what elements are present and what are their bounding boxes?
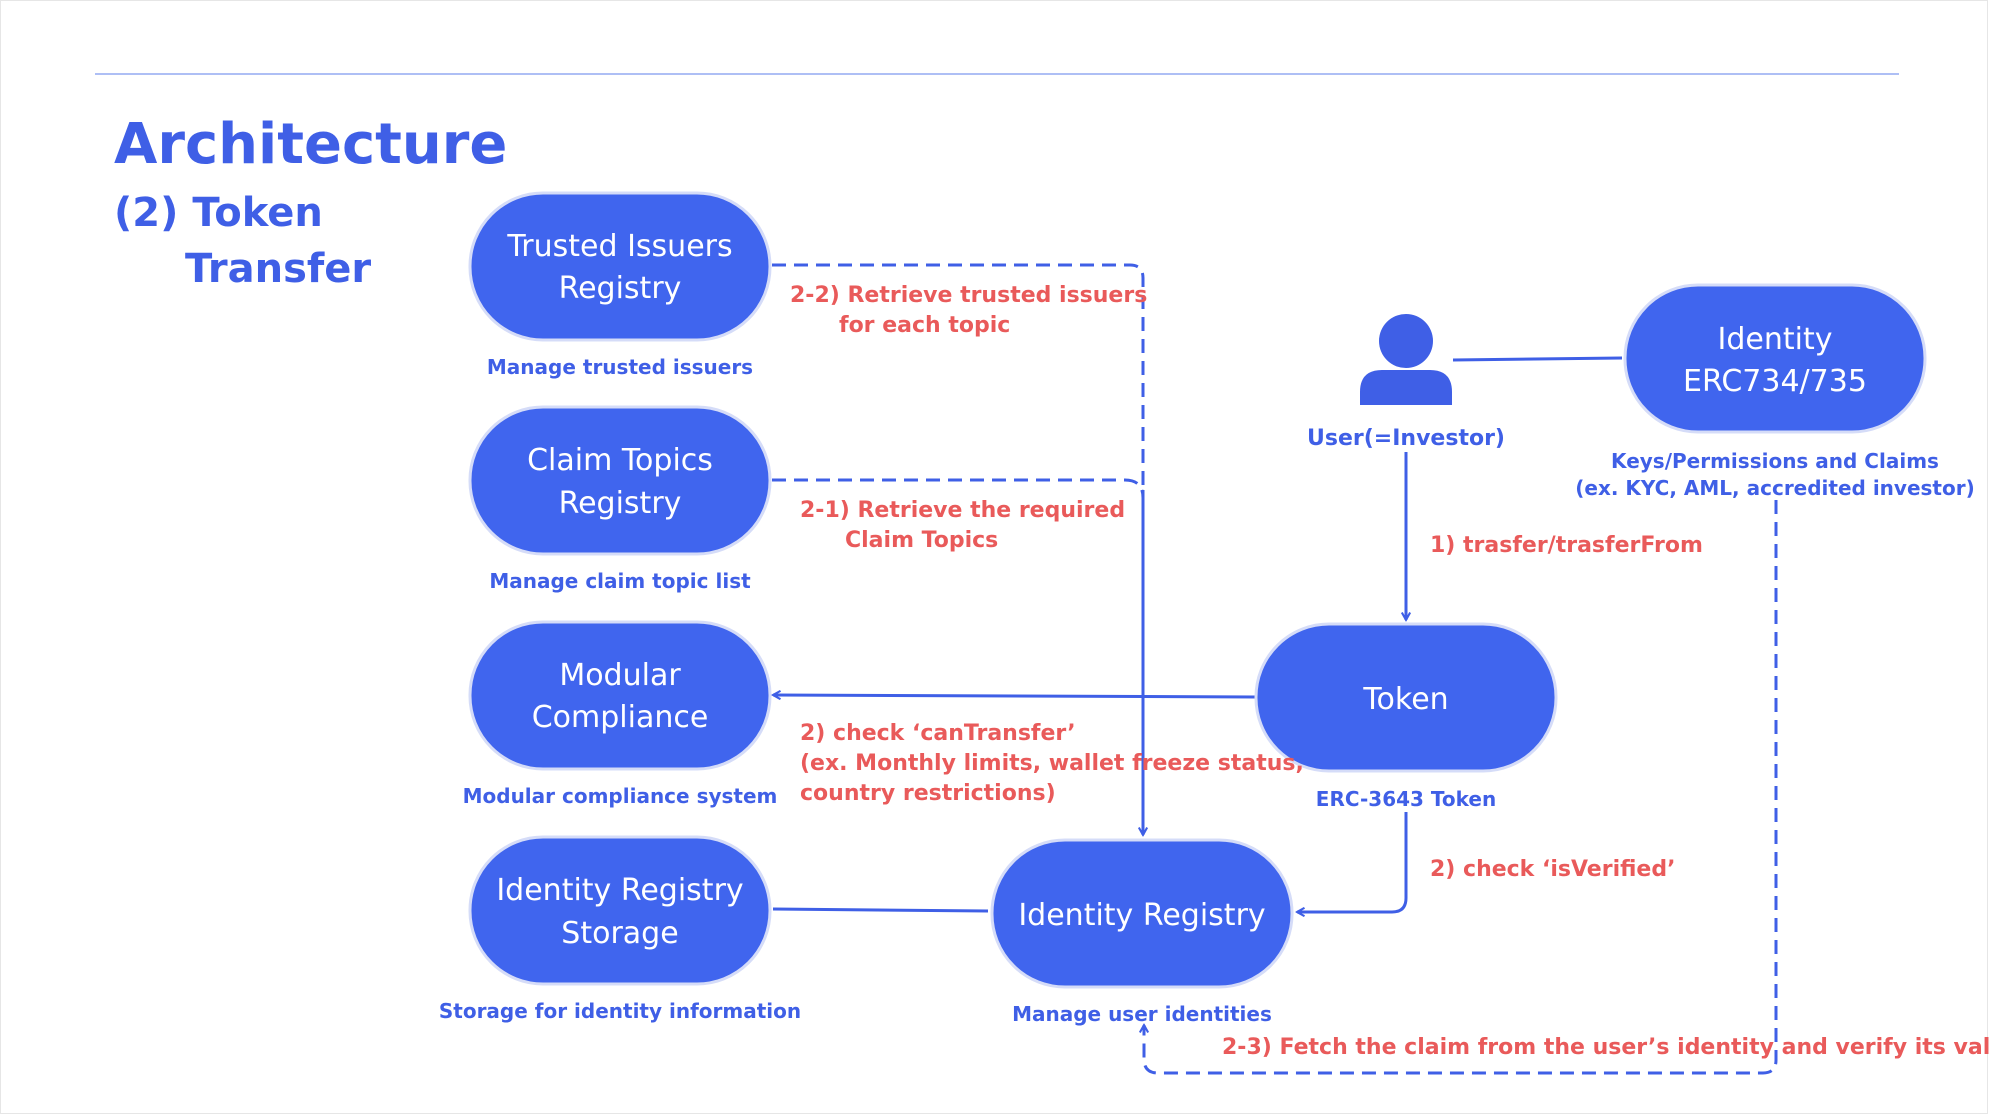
caption-modular-compliance: Modular compliance system [463,784,778,808]
node-token[interactable]: Token [1254,622,1558,773]
node-label: Identity [1718,322,1833,357]
node-trusted-issuers-registry[interactable]: Trusted Issuers Registry [468,191,772,342]
caption-identity-line-2: (ex. KYC, AML, accredited investor) [1575,476,1974,500]
node-modular-compliance[interactable]: Modular Compliance [468,620,772,771]
node-label: Trusted Issuers [506,229,732,264]
node-label: Token [1362,682,1448,717]
flow-2-3: 2-3) Fetch the claim from the user’s ide… [1222,1035,1990,1060]
flow-1: 1) trasfer/trasferFrom [1430,533,1703,558]
page-subtitle-line-2: Transfer [185,246,372,292]
node-label: ERC734/735 [1683,364,1867,399]
node-label: Registry [559,486,682,521]
node-label: Storage [561,916,678,951]
top-divider [95,73,1899,75]
caption-identity-line-1: Keys/Permissions and Claims [1611,449,1939,473]
caption-trusted-issuers: Manage trusted issuers [487,355,753,379]
caption-user: User(=Investor) [1307,426,1505,451]
caption-identity-registry: Manage user identities [1012,1002,1272,1026]
connector-claim-topics [772,478,1145,499]
flow-2-verified: 2) check ‘isVerified’ [1430,857,1675,882]
node-label: Identity Registry [1018,898,1265,933]
node-label: Modular [559,658,681,693]
user-icon[interactable] [1360,314,1452,405]
page-title: Architecture [114,112,508,177]
node-identity-registry-storage[interactable]: Identity Registry Storage [468,835,772,986]
caption-identity-registry-storage: Storage for identity information [439,999,801,1023]
arrow-token-to-compliance [773,695,1256,697]
node-label: Compliance [532,700,709,735]
caption-claim-topics: Manage claim topic list [489,569,751,593]
arrow-token-to-identity-registry [1297,812,1408,912]
connector-user-identity [1452,356,1623,362]
node-label: Registry [559,271,682,306]
arrow-identity-claim-fetch [1144,500,1778,1075]
node-label: Identity Registry [496,873,743,908]
flow-2-compliance-line-1: 2) check ‘canTransfer’ [800,721,1076,746]
node-identity[interactable]: Identity ERC734/735 [1623,283,1927,434]
caption-token: ERC-3643 Token [1316,787,1496,811]
connector-trusted-issuers [772,263,1145,490]
flow-2-2-line-2: for each topic [839,313,1010,338]
node-label: Claim Topics [527,443,713,478]
flow-2-1-line-2: Claim Topics [845,528,998,553]
node-claim-topics-registry[interactable]: Claim Topics Registry [468,405,772,556]
flow-2-compliance-line-3: country restrictions) [800,781,1056,806]
flow-2-compliance-line-2: (ex. Monthly limits, wallet freeze statu… [800,751,1304,776]
node-identity-registry[interactable]: Identity Registry [990,838,1294,989]
page-subtitle-line-1: (2) Token [114,190,323,236]
connector-registry-storage [772,907,989,913]
flow-2-1-line-1: 2-1) Retrieve the required [800,498,1125,523]
flow-2-2-line-1: 2-2) Retrieve trusted issuers [790,283,1147,308]
